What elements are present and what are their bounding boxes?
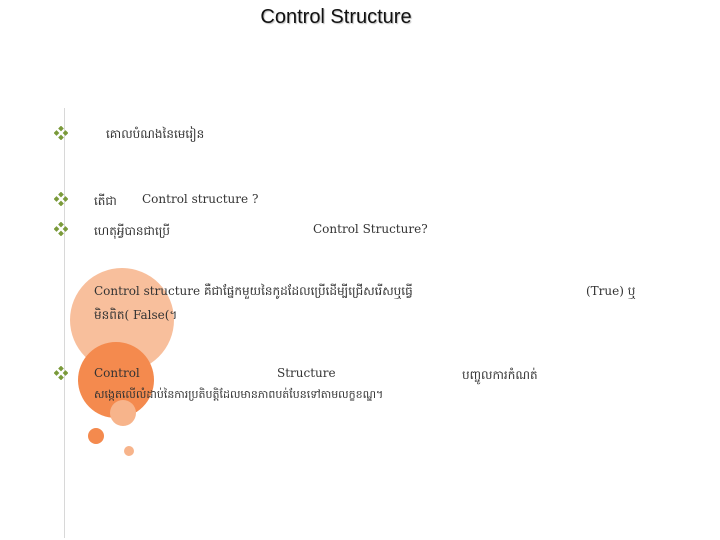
bullet-text: គោលបំណងនៃមេរៀន bbox=[106, 127, 205, 141]
bullet-text: Control bbox=[94, 366, 140, 380]
decorative-circle bbox=[110, 400, 136, 426]
bullet-text: Structure bbox=[277, 366, 336, 380]
diamond-bullet-icon bbox=[54, 366, 68, 380]
bullet-text: Control structure ? bbox=[142, 192, 259, 206]
diamond-bullet-icon bbox=[54, 192, 68, 206]
decorative-circle bbox=[124, 446, 134, 456]
bullet-text: Control Structure? bbox=[313, 222, 428, 236]
paragraph-line: មិនពិត( False(។ bbox=[94, 308, 178, 322]
divider-line bbox=[64, 108, 65, 538]
paragraph-true-label: (True) ឬ bbox=[586, 284, 636, 298]
paragraph-line: Control structure គឺជាផ្នែកមួយនៃកូដដែលប្… bbox=[94, 284, 413, 298]
decorative-circle bbox=[88, 428, 104, 444]
bullet-text: បញ្ចូលការកំណត់ bbox=[462, 368, 538, 382]
bullet-text: ហេតុអ្វីបានជាប្រើ bbox=[94, 224, 170, 238]
diamond-bullet-icon bbox=[54, 126, 68, 140]
bullet-text: តើជា bbox=[94, 194, 117, 208]
slide-title: Control Structure bbox=[260, 6, 412, 28]
diamond-bullet-icon bbox=[54, 222, 68, 236]
paragraph-line: សង្កេតលើលំដាប់នៃការប្រតិបត្តិដែលមានភាពបត… bbox=[94, 388, 384, 401]
